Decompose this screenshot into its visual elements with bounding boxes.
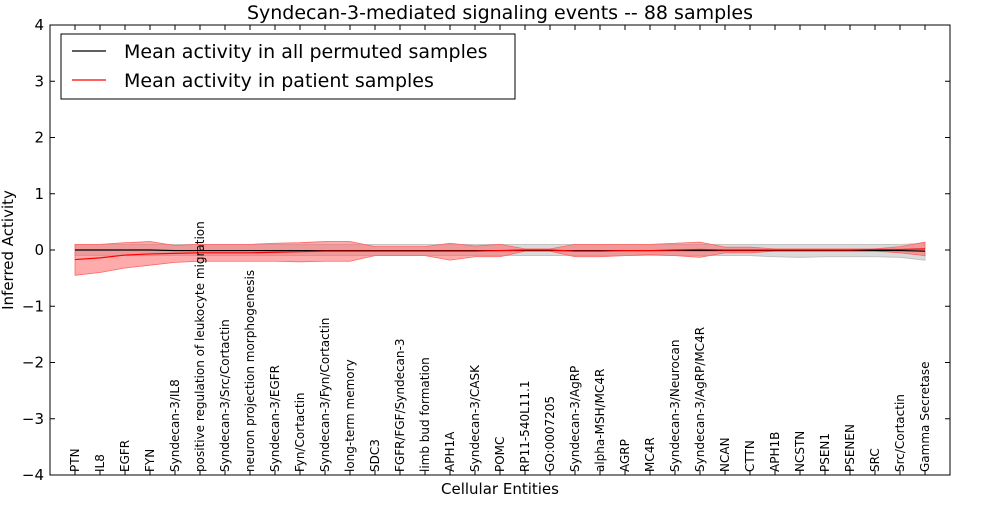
- x-category-label: Fyn/Cortactin: [293, 392, 307, 472]
- y-tick-label: 3: [34, 72, 44, 90]
- y-tick-label: −3: [22, 410, 44, 428]
- x-category-label: long-term memory: [343, 359, 357, 472]
- legend: Mean activity in all permuted samples Me…: [60, 33, 516, 100]
- y-axis: −4 −3 −2 −1 0 1 2 3 4: [22, 16, 950, 484]
- x-category-label: Syndecan-3/CASK: [468, 364, 482, 472]
- x-category-label: NCSTN: [793, 431, 807, 472]
- legend-label-permuted: Mean activity in all permuted samples: [124, 41, 487, 63]
- x-category-label: alpha-MSH/MC4R: [593, 369, 607, 472]
- x-category-label: FYN: [143, 449, 157, 472]
- x-axis: PTN IL8 EGFR FYN Syndecan-3/IL8 positive regu…: [68, 25, 932, 475]
- y-tick-label: 4: [34, 16, 44, 34]
- x-category-label: MC4R: [643, 437, 657, 472]
- x-category-label: CTTN: [743, 440, 757, 472]
- x-category-label: APH1B: [768, 432, 782, 472]
- x-category-label: Syndecan-3/IL8: [168, 379, 182, 472]
- x-category-label: Syndecan-3/AgRP: [568, 366, 582, 472]
- y-tick-label: 1: [34, 185, 44, 203]
- y-tick-label: −4: [22, 466, 44, 484]
- x-category-label: Syndecan-3/Neurocan: [668, 340, 682, 472]
- x-category-label: Gamma Secretase: [918, 361, 932, 472]
- line-patient: [74, 248, 926, 261]
- x-category-label: PSEN1: [818, 433, 832, 472]
- y-tick-label: 0: [34, 241, 44, 259]
- x-category-label: Syndecan-3/EGFR: [268, 365, 282, 472]
- x-category-label: neuron projection morphogenesis: [243, 270, 257, 472]
- x-category-label: EGFR: [118, 440, 132, 472]
- x-category-label: Syndecan-3/Fyn/Cortactin: [318, 318, 332, 472]
- legend-label-patient: Mean activity in patient samples: [124, 70, 434, 92]
- x-category-label: positive regulation of leukocyte migrati…: [193, 221, 207, 472]
- x-category-label: limb bud formation: [418, 357, 432, 472]
- x-category-label: SDC3: [368, 439, 382, 472]
- x-category-label: SRC: [868, 448, 882, 472]
- x-category-label: IL8: [93, 454, 107, 472]
- x-category-label: POMC: [493, 437, 507, 472]
- y-tick-label: −2: [22, 354, 44, 372]
- x-category-label: GO:0007205: [543, 396, 557, 472]
- x-axis-label: Cellular Entities: [441, 480, 559, 498]
- x-category-label: APH1A: [443, 431, 457, 472]
- y-tick-label: −1: [22, 297, 44, 315]
- y-axis-label: Inferred Activity: [0, 190, 17, 310]
- x-category-label: Syndecan-3/Src/Cortactin: [218, 319, 232, 472]
- legend-box: [60, 33, 516, 100]
- x-category-label: PSENEN: [843, 424, 857, 472]
- x-category-label: Syndecan-3/AgRP/MC4R: [693, 327, 707, 472]
- x-category-label: AGRP: [618, 439, 632, 472]
- x-category-label: FGFR/FGF/Syndecan-3: [393, 339, 407, 472]
- series-lines: [74, 248, 926, 261]
- x-category-label: PTN: [68, 448, 82, 472]
- x-category-label: RP11-540L11.1: [518, 381, 532, 472]
- x-category-label: Src/Cortactin: [893, 394, 907, 472]
- chart-title: Syndecan-3-mediated signaling events -- …: [247, 2, 753, 24]
- x-category-label: NCAN: [718, 437, 732, 472]
- y-tick-label: 2: [34, 129, 44, 147]
